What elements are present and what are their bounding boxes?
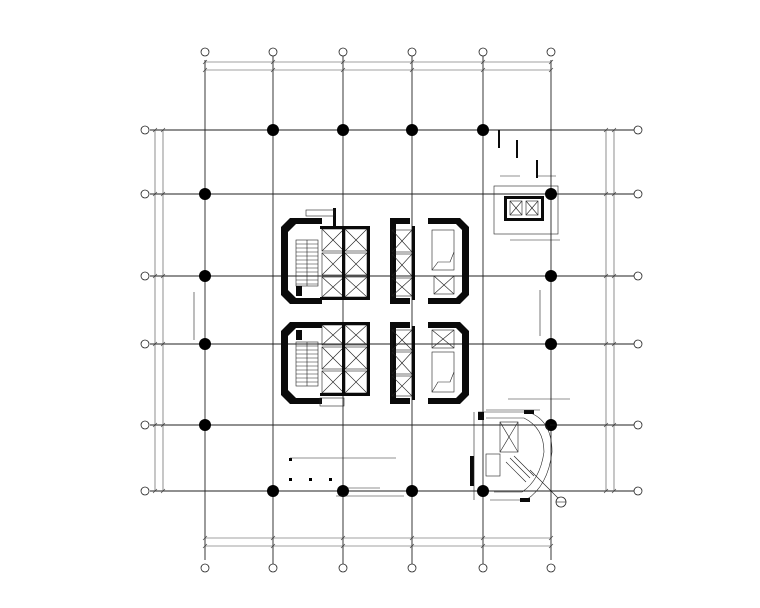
grid-bubble: [140, 339, 150, 349]
grid-bubble: [140, 420, 150, 430]
grid-bubble: [546, 47, 556, 57]
grid-bubble: [200, 47, 210, 57]
core-top-left: [281, 208, 370, 304]
grid-bubble: [633, 271, 643, 281]
column: [337, 485, 349, 497]
core-bottom-right: [390, 322, 469, 404]
grid-bubble: [140, 271, 150, 281]
grid-bubble: [140, 189, 150, 199]
grid-bubble: [338, 47, 348, 57]
column: [545, 188, 557, 200]
grid-bubble: [633, 486, 643, 496]
column: [267, 124, 279, 136]
grid-bubble: [140, 125, 150, 135]
core-bottom-left: [281, 322, 370, 407]
grid-bubble: [140, 486, 150, 496]
grid-bubble: [200, 563, 210, 573]
column: [267, 485, 279, 497]
grid-bubble: [407, 47, 417, 57]
column: [199, 188, 211, 200]
structural-grid: [150, 52, 636, 568]
grid-bubble: [546, 563, 556, 573]
column: [199, 419, 211, 431]
dimension-ticks: [152, 59, 617, 549]
grid-bubble: [478, 47, 488, 57]
column: [199, 270, 211, 282]
grid-bubble: [633, 189, 643, 199]
column: [406, 124, 418, 136]
grid-bubble: [633, 125, 643, 135]
curved-stair-detail: [470, 398, 570, 508]
grid-bubble: [268, 47, 278, 57]
grid-bubble: [633, 420, 643, 430]
structural-columns: [199, 124, 557, 497]
grid-bubble: [268, 563, 278, 573]
misc-markers: [193, 290, 541, 497]
grid-bubble: [633, 339, 643, 349]
grid-bubble: [338, 563, 348, 573]
core-top-right: [390, 218, 469, 304]
dimension-lines: [152, 59, 617, 549]
column: [477, 485, 489, 497]
grid-bubbles: [140, 47, 643, 573]
stair-detail-top-right: [493, 130, 560, 241]
grid-bubble: [478, 563, 488, 573]
column: [477, 124, 489, 136]
column: [406, 485, 418, 497]
column: [545, 270, 557, 282]
column: [337, 124, 349, 136]
column: [199, 338, 211, 350]
column: [545, 338, 557, 350]
grid-bubble: [407, 563, 417, 573]
